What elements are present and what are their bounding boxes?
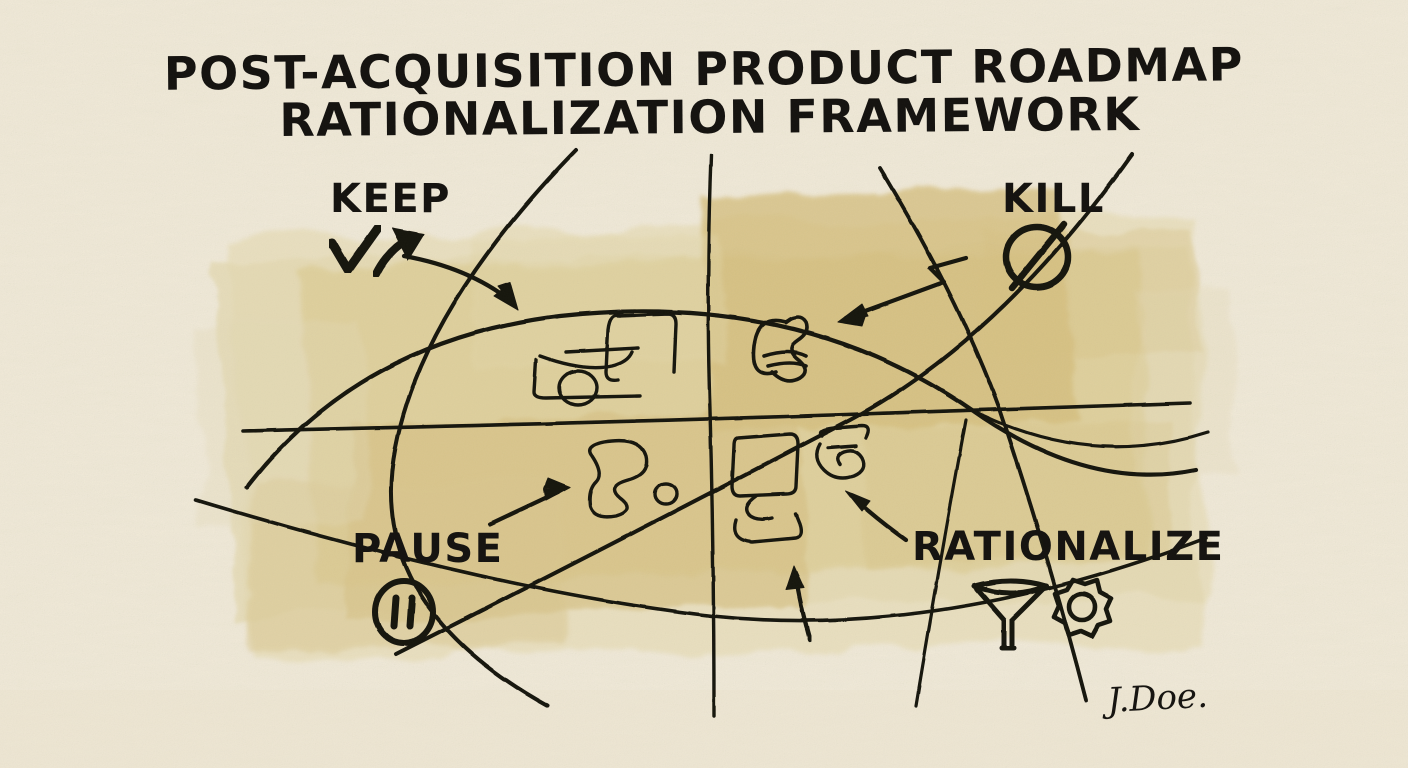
- pause-label: PAUSE: [352, 526, 503, 572]
- title-line-2: RATIONALIZATION FRAMEWORK: [279, 87, 1141, 147]
- signature: J.Doe.: [1100, 676, 1208, 722]
- keep-label: KEEP: [330, 176, 451, 222]
- rationalize-label: RATIONALIZE: [912, 524, 1224, 570]
- title-block: POST-ACQUISITION PRODUCT ROADMAP RATIONA…: [164, 37, 1244, 147]
- kill-label: KILL: [1002, 176, 1105, 222]
- signature-text: J.Doe.: [1100, 676, 1208, 722]
